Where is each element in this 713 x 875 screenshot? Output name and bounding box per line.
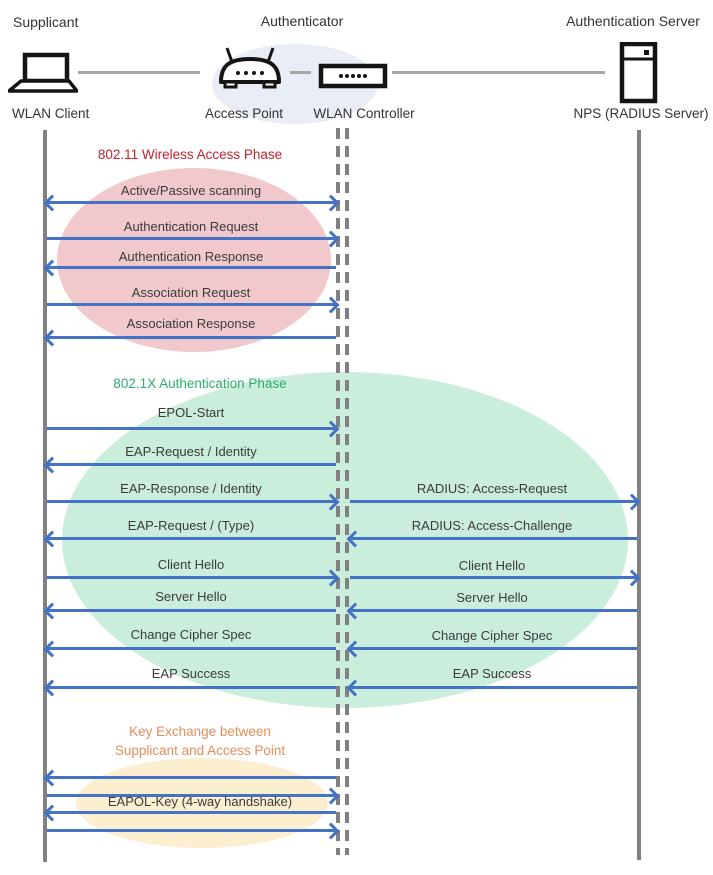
wlan-controller-icon	[318, 63, 388, 89]
nps-label: NPS (RADIUS Server)	[573, 106, 709, 121]
phase-80211-title: 802.11 Wireless Access Phase	[97, 147, 283, 162]
message-label: EAP-Request / (Type)	[127, 518, 255, 533]
access-point-icon	[216, 46, 284, 90]
message-label: EPOL-Start	[157, 405, 225, 420]
message-label: Client Hello	[458, 558, 526, 573]
message-label: EAP Success	[452, 666, 532, 681]
message-arrow	[350, 537, 637, 540]
message-arrow	[47, 427, 336, 430]
message-arrow	[47, 811, 336, 814]
message-label: EAP-Request / Identity	[125, 444, 257, 459]
message-label: Association Request	[131, 285, 251, 300]
message-arrow	[47, 463, 336, 466]
message-arrow	[350, 686, 637, 689]
access-point-label: Access Point	[204, 106, 284, 121]
message-label: Association Response	[126, 316, 256, 331]
controller-server-connector	[392, 71, 605, 74]
authenticator-lifeline-left	[336, 128, 340, 855]
key-exchange-title: Key Exchange between Supplicant and Acce…	[115, 722, 285, 760]
server-icon	[619, 42, 659, 104]
message-arrow	[47, 237, 336, 240]
supplicant-lifeline	[43, 130, 47, 862]
message-arrow	[47, 647, 336, 650]
supplicant-title: Supplicant	[13, 14, 79, 30]
message-arrow	[47, 576, 336, 579]
phase-80211-ellipse	[57, 168, 331, 352]
message-label: Server Hello	[155, 589, 227, 604]
auth-server-lifeline	[637, 130, 641, 860]
key-exchange-title-line1: Key Exchange between	[129, 724, 271, 739]
client-ap-connector	[78, 71, 200, 74]
message-arrow	[350, 609, 637, 612]
message-label: EAP-Response / Identity	[120, 481, 262, 496]
message-arrow	[350, 647, 637, 650]
key-exchange-ellipse	[76, 758, 328, 848]
authenticator-title: Authenticator	[260, 13, 344, 29]
ap-controller-connector	[290, 71, 311, 74]
message-label: Change Cipher Spec	[130, 627, 252, 642]
message-arrow	[350, 500, 637, 503]
message-arrow	[47, 201, 336, 204]
message-arrow	[47, 266, 336, 269]
message-arrow	[47, 609, 336, 612]
message-arrow	[47, 776, 336, 779]
message-arrow	[47, 829, 336, 832]
message-label: Client Hello	[157, 557, 225, 572]
auth-server-title: Authentication Server	[566, 13, 700, 29]
message-arrow	[47, 537, 336, 540]
message-arrow	[47, 336, 336, 339]
message-label: Authentication Response	[118, 249, 264, 264]
message-arrow	[47, 500, 336, 503]
message-label: EAPOL-Key (4-way handshake)	[107, 794, 293, 809]
message-arrow	[47, 686, 336, 689]
message-label: Active/Passive scanning	[120, 183, 262, 198]
message-label: Change Cipher Spec	[431, 628, 553, 643]
message-arrow	[47, 794, 336, 797]
phase-8021x-title: 802.1X Authentication Phase	[113, 376, 287, 391]
message-arrow	[350, 576, 637, 579]
message-label: Authentication Request	[123, 219, 259, 234]
laptop-icon	[8, 51, 78, 93]
message-label: EAP Success	[151, 666, 231, 681]
key-exchange-title-line2: Supplicant and Access Point	[114, 743, 286, 758]
message-arrow	[47, 303, 336, 306]
message-label: RADIUS: Access-Challenge	[411, 518, 573, 533]
message-label: RADIUS: Access-Request	[416, 481, 568, 496]
message-label: Server Hello	[456, 590, 528, 605]
wlan-client-label: WLAN Client	[12, 106, 90, 121]
wlan-controller-label: WLAN Controller	[313, 106, 415, 121]
authenticator-lifeline-right	[345, 128, 349, 855]
